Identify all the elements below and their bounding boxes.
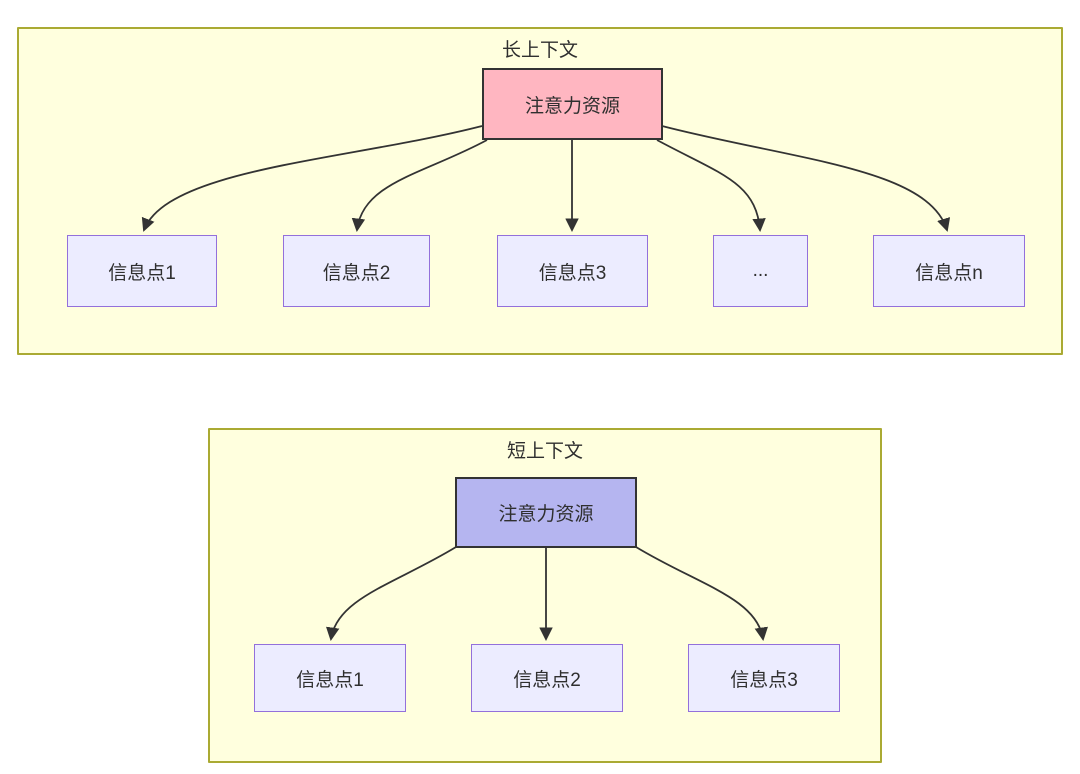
attention-resource-node-long: 注意力资源	[482, 68, 663, 140]
info-node-short-3: 信息点3	[688, 644, 840, 712]
info-node-long-3: 信息点3	[497, 235, 648, 307]
info-node-short-2: 信息点2	[471, 644, 623, 712]
info-node-long-ellipsis: ...	[713, 235, 808, 307]
info-node-long-1: 信息点1	[67, 235, 217, 307]
info-node-long-2: 信息点2	[283, 235, 430, 307]
subgraph-short-context-title: 短上下文	[506, 441, 583, 462]
subgraph-long-context-title: 长上下文	[501, 40, 578, 61]
info-node-short-1: 信息点1	[254, 644, 406, 712]
attention-resource-node-short: 注意力资源	[455, 477, 637, 548]
info-node-long-n: 信息点n	[873, 235, 1025, 307]
